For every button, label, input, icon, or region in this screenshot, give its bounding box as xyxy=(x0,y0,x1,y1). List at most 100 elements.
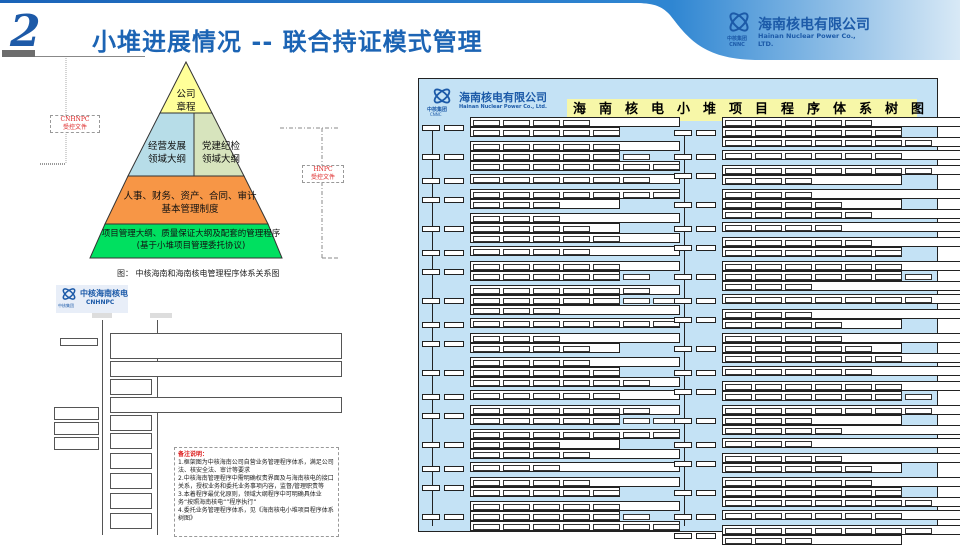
procedure-box xyxy=(473,360,500,366)
procedure-box xyxy=(653,432,680,438)
procedure-box xyxy=(623,408,650,414)
procedure-box xyxy=(875,140,902,146)
procedure-box xyxy=(755,346,782,352)
procedure-box xyxy=(533,524,560,530)
tree-row xyxy=(470,246,680,256)
procedure-box xyxy=(473,418,500,424)
procedure-box xyxy=(623,192,650,198)
procedure-box xyxy=(503,164,530,170)
procedure-box xyxy=(845,369,872,375)
tree-row xyxy=(470,199,620,209)
procedure-box xyxy=(533,308,560,314)
tree-node xyxy=(696,153,716,160)
procedure-box xyxy=(785,250,812,256)
procedure-box xyxy=(785,456,812,462)
procedure-box xyxy=(755,408,782,414)
procedure-box xyxy=(815,480,842,486)
procedure-box xyxy=(725,178,752,184)
tree-row xyxy=(470,318,680,328)
procedure-box xyxy=(725,490,752,496)
procedure-box xyxy=(815,356,842,362)
procedure-box xyxy=(533,442,560,448)
procedure-box xyxy=(623,164,650,170)
procedure-box xyxy=(815,336,842,342)
tree-node xyxy=(674,245,692,251)
tree-node xyxy=(696,533,716,539)
procedure-box xyxy=(755,538,782,544)
procedure-box xyxy=(785,428,812,434)
procedure-box xyxy=(503,154,530,160)
tree-logo-group-en: CNNC xyxy=(430,112,442,117)
procedure-box xyxy=(593,177,620,183)
procedure-box xyxy=(815,408,842,414)
tree-node xyxy=(674,153,692,160)
procedure-box xyxy=(905,500,932,506)
procedure-box xyxy=(845,356,872,362)
procedure-box xyxy=(623,288,650,294)
procedure-box xyxy=(875,250,902,256)
procedure-box xyxy=(503,418,530,424)
procedure-box xyxy=(815,369,842,375)
procedure-box xyxy=(503,504,530,510)
tree-node xyxy=(444,465,464,472)
procedure-box xyxy=(473,192,500,198)
tree-node xyxy=(444,269,464,275)
procedure-box xyxy=(653,524,680,530)
procedure-box xyxy=(845,120,872,126)
procedure-box xyxy=(815,528,842,534)
tree-row xyxy=(470,367,620,377)
procedure-box xyxy=(845,240,872,246)
tree-node xyxy=(674,173,692,179)
procedure-box xyxy=(785,466,812,472)
procedure-box xyxy=(533,380,560,386)
cnhnpc-controlled-tag: CNHNPC 受控文件 xyxy=(50,115,100,133)
procedure-box xyxy=(473,393,500,399)
procedure-box xyxy=(815,240,842,246)
tree-row xyxy=(722,271,932,281)
procedure-box xyxy=(785,202,812,208)
procedure-box xyxy=(725,441,752,447)
procedure-box xyxy=(503,465,530,471)
tree-node xyxy=(422,125,440,131)
tree-row xyxy=(470,333,680,343)
tree-node xyxy=(674,129,692,136)
tree-node xyxy=(444,485,464,491)
procedure-box xyxy=(473,202,500,208)
tree-node xyxy=(674,489,692,496)
procedure-box xyxy=(785,336,812,342)
procedure-box xyxy=(623,380,650,386)
tree-node xyxy=(696,201,716,208)
procedure-box xyxy=(845,297,872,303)
procedure-box xyxy=(473,336,500,342)
procedure-box xyxy=(623,154,650,160)
procedure-box xyxy=(533,432,560,438)
procedure-box xyxy=(875,384,902,390)
procedure-box xyxy=(815,120,842,126)
tree-node xyxy=(696,513,716,520)
procedure-box xyxy=(623,418,650,424)
procedure-box xyxy=(503,288,530,294)
procedure-box xyxy=(815,513,842,519)
procedure-box xyxy=(755,513,782,519)
procedure-box xyxy=(785,153,812,159)
tree-row xyxy=(470,377,680,387)
tree-row xyxy=(470,521,680,531)
tree-row xyxy=(722,366,960,376)
org-logo-group: 中核集团 xyxy=(58,303,74,308)
procedure-box xyxy=(875,528,902,534)
procedure-box xyxy=(473,524,500,530)
procedure-box xyxy=(755,500,782,506)
tree-node xyxy=(674,461,692,467)
procedure-box xyxy=(533,202,560,208)
procedure-box xyxy=(725,250,752,256)
procedure-box xyxy=(845,153,872,159)
procedure-box xyxy=(533,144,560,150)
tree-row xyxy=(722,209,960,219)
tree-logo: 中核集团 CNNC 海南核电有限公司 Hainan Nuclear Power … xyxy=(427,87,567,117)
pyramid-caption: 图： 中核海南和海南核电管理程序体系关系图 xyxy=(117,269,280,278)
tree-node xyxy=(696,345,716,352)
procedure-box xyxy=(815,322,842,328)
procedure-box xyxy=(473,465,500,471)
procedure-box xyxy=(623,177,650,183)
procedure-box xyxy=(503,274,530,280)
